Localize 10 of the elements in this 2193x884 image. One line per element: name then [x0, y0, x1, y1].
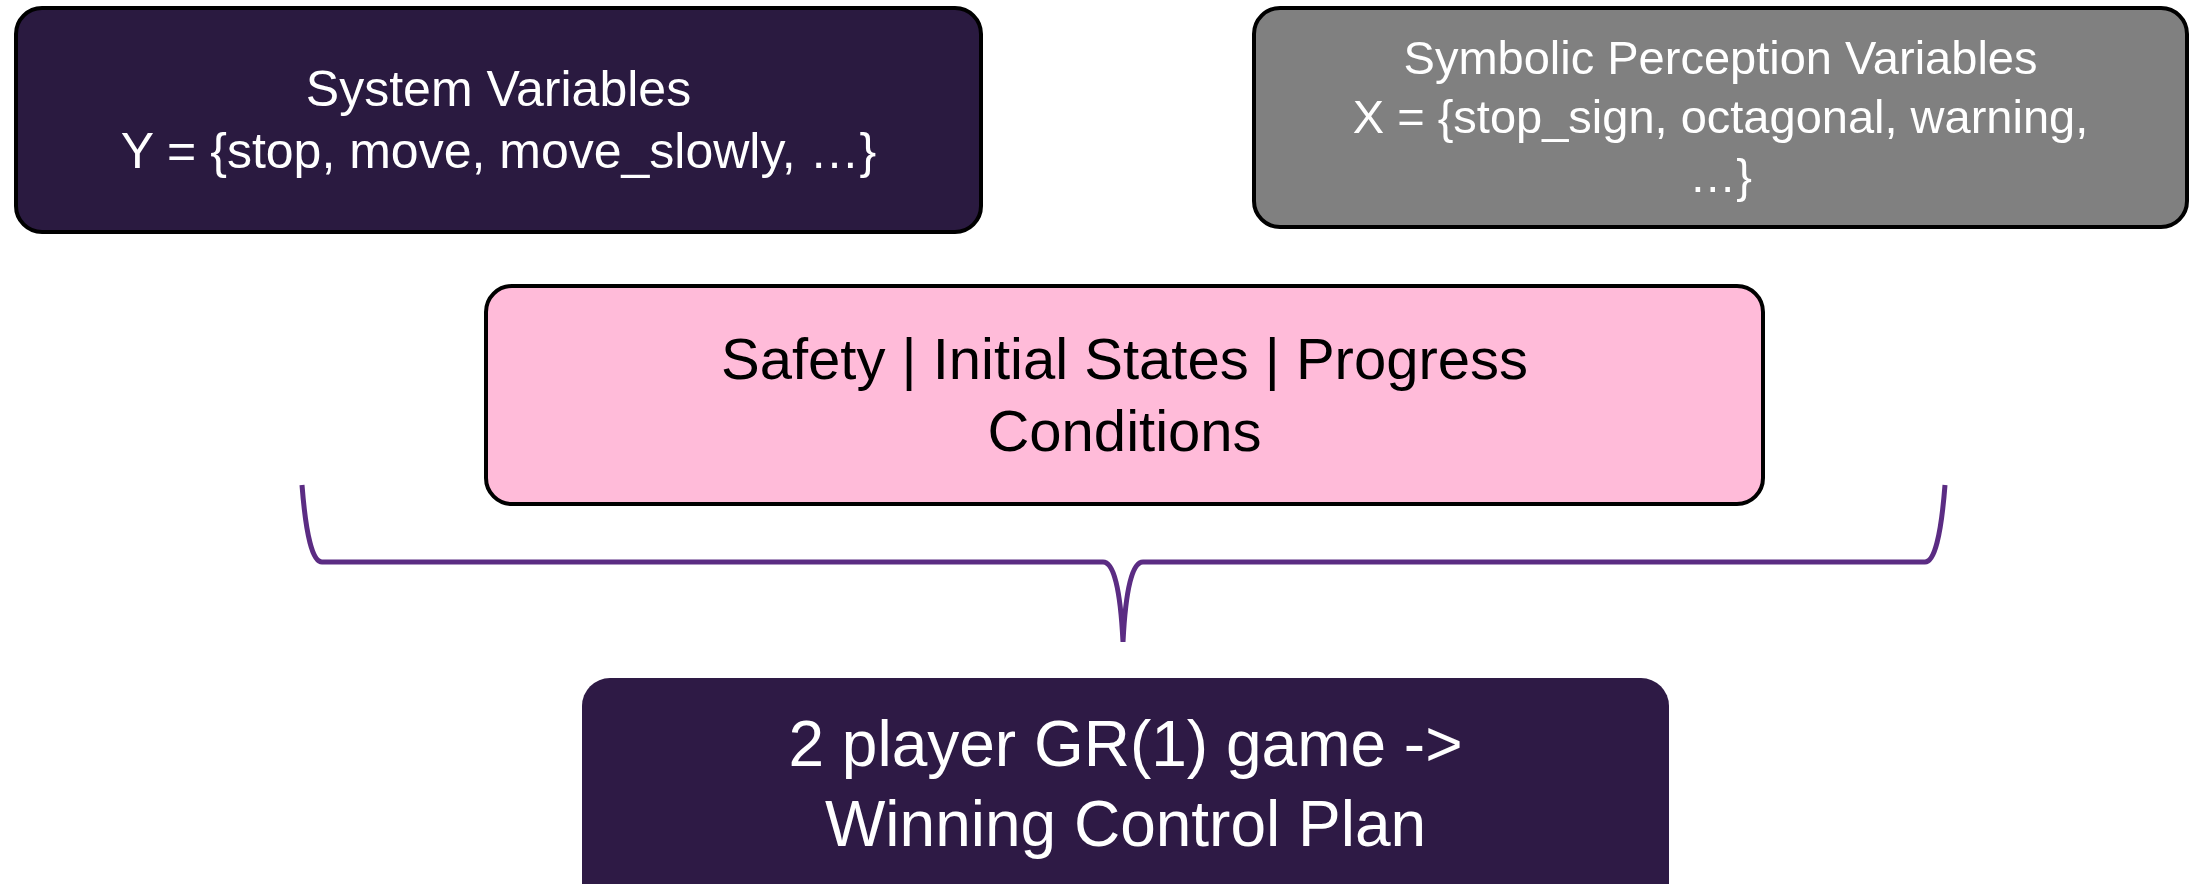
perception-variables-box — [1252, 6, 2189, 229]
variable-set: Y = {stop, move, move_slowly, …} — [120, 122, 877, 181]
heading: Symbolic Perception Variables — [1403, 30, 2038, 87]
system-variables-box — [14, 6, 983, 234]
game-result-box — [582, 678, 1669, 884]
variable-set: X = {stop_sign, octagonal, warning, …} — [1351, 89, 2090, 204]
specification-box — [484, 284, 1765, 506]
heading: System Variables — [305, 59, 692, 119]
specification-text: Safety | Initial States | Progress Conditions — [719, 324, 1529, 465]
result-text: 2 player GR(1) game -> Winning Control Plan — [787, 707, 1464, 862]
